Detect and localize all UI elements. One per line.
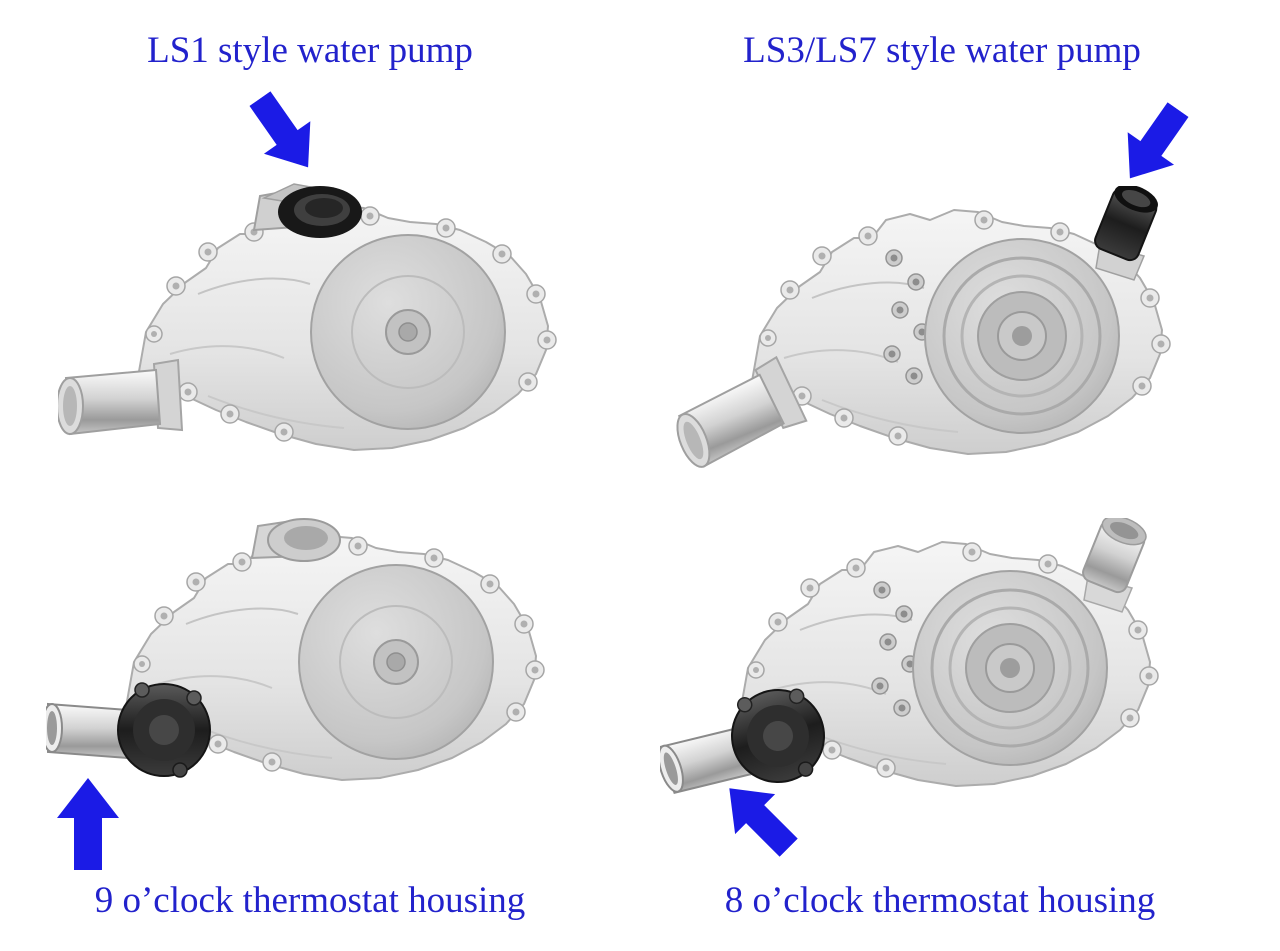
arrow-icon-9-oclock-thermostat <box>57 778 119 870</box>
coolant-inlet-tube <box>58 359 183 435</box>
pump-pulley <box>911 569 1109 767</box>
label-ls3-ls7-water-pump: LS3/LS7 style water pump <box>743 30 1141 71</box>
ls3-ls7-water-pump-image <box>672 186 1171 473</box>
upper-outlet <box>1079 518 1151 613</box>
pump-pulley <box>310 234 506 430</box>
upper-outlet <box>251 518 341 562</box>
label-9-oclock-thermostat: 9 o’clock thermostat housing <box>94 880 526 921</box>
pump-pulley <box>923 237 1121 435</box>
pump-pulley <box>298 564 494 760</box>
pump-with-9-oclock-thermostat-image <box>46 518 545 781</box>
arrow-icon-ls1-outlet <box>236 82 332 184</box>
ls1-water-pump-image <box>58 183 557 451</box>
label-8-oclock-thermostat: 8 o’clock thermostat housing <box>724 880 1156 921</box>
label-ls1-water-pump: LS1 style water pump <box>147 30 473 71</box>
pump-with-8-oclock-thermostat-image <box>660 518 1159 818</box>
arrow-icon-ls3-outlet <box>1106 93 1202 195</box>
ls3-heater-outlet-highlighted <box>1091 186 1163 281</box>
